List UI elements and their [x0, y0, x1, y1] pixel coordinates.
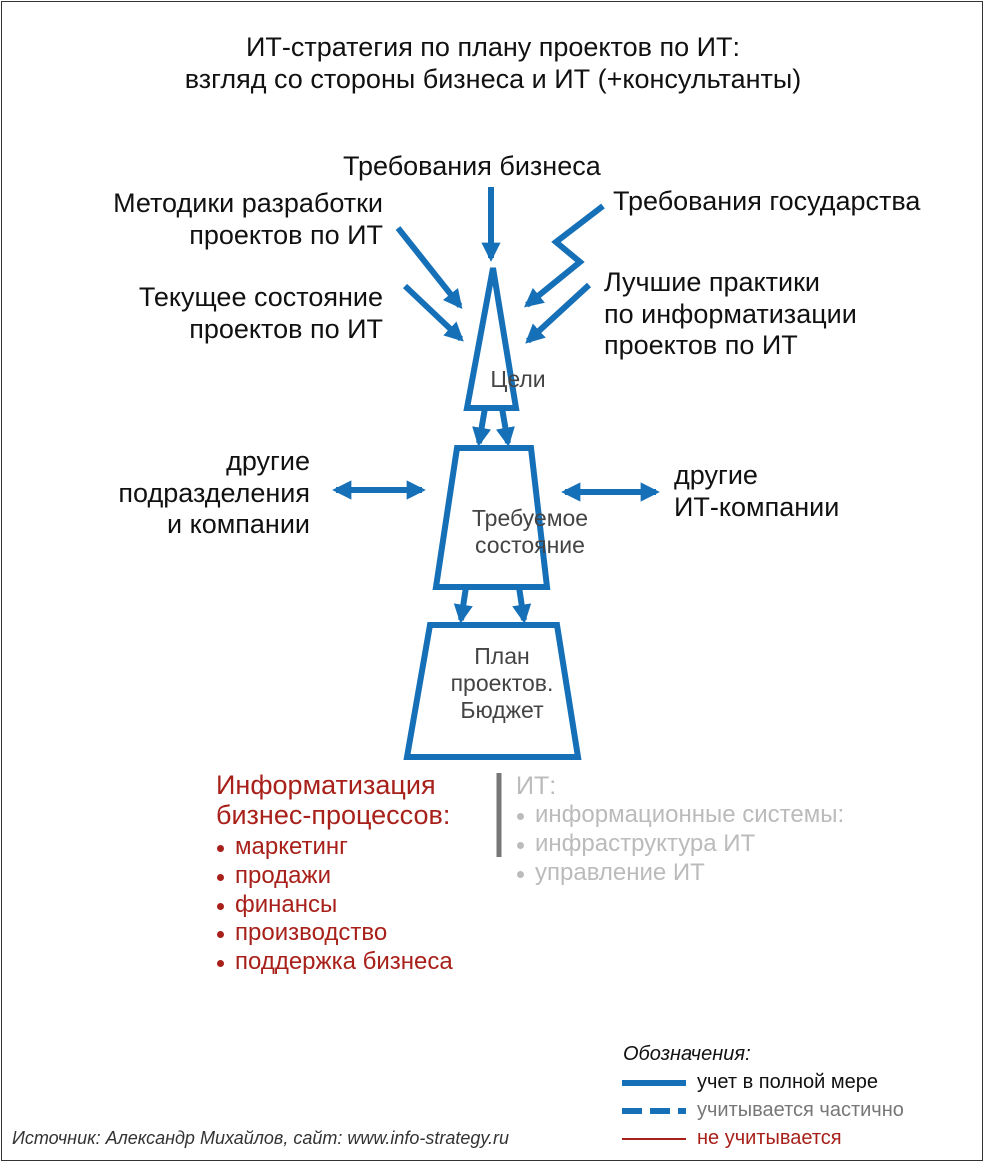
label-other-departments-line-3: и компании	[167, 509, 310, 540]
it-list-heading: ИТ:	[516, 772, 557, 800]
title-line-1: ИТ-стратегия по плану проектов по ИТ:	[245, 32, 740, 62]
arrow-goals-to-state-1	[472, 407, 492, 447]
label-methods: Методики разработки проектов по ИТ	[113, 188, 383, 251]
legend-full-label: учет в полной мере	[697, 1071, 878, 1093]
arrow-state-to-plan-2	[512, 586, 532, 624]
list-item: управление ИТ	[514, 859, 844, 888]
label-best-practices: Лучшие практики по информатизации проект…	[604, 267, 857, 362]
label-methods-line-2: проектов по ИТ	[189, 219, 383, 250]
diagram-title: ИТ-стратегия по плану проектов по ИТ: вз…	[0, 31, 986, 96]
label-state-requirements: Требования государства	[613, 186, 921, 216]
list-item: финансы	[214, 891, 453, 920]
business-heading-line-2: бизнес-процессов:	[216, 800, 451, 831]
label-plan-line-2: проектов.	[450, 669, 554, 696]
arrow-state-requirements	[524, 203, 605, 308]
business-list: маркетинг продажи финансы производство п…	[214, 833, 453, 977]
business-heading-line-1: Информатизация	[216, 770, 436, 800]
legend-title: Обозначения:	[623, 1043, 751, 1065]
arrow-best-practices	[525, 282, 592, 344]
label-goals: Цели	[490, 366, 546, 392]
it-list: информационные системы: инфраструктура И…	[514, 801, 844, 887]
label-target-state: Требуемое состояние	[440, 505, 620, 559]
list-item: маркетинг	[214, 833, 453, 862]
label-best-practices-line-3: проектов по ИТ	[604, 330, 798, 361]
label-current-state: Текущее состояние проектов по ИТ	[139, 282, 383, 345]
label-other-it-companies: другие ИТ-компании	[674, 460, 839, 523]
label-other-departments-line-2: подразделения	[118, 477, 310, 508]
business-list-heading: Информатизация бизнес-процессов:	[216, 770, 450, 830]
list-item: инфраструктура ИТ	[514, 830, 844, 859]
label-plan: План проектов. Бюджет	[432, 643, 572, 724]
label-best-practices-line-1: Лучшие практики	[604, 267, 820, 297]
label-other-departments-line-1: другие	[226, 446, 310, 476]
label-other-it-companies-line-2: ИТ-компании	[674, 491, 840, 522]
label-plan-line-3: Бюджет	[460, 696, 544, 723]
label-best-practices-line-2: по информатизации	[604, 298, 857, 329]
label-other-it-companies-line-1: другие	[674, 460, 758, 490]
title-line-2: взгляд со стороны бизнеса и ИТ (+консуль…	[184, 64, 802, 95]
label-plan-line-1: План	[474, 643, 530, 669]
label-current-state-line-1: Текущее состояние	[138, 282, 383, 312]
list-item: информационные системы:	[514, 801, 844, 830]
arrow-goals-to-state-2	[495, 407, 515, 447]
label-target-state-line-2: состояние	[475, 531, 585, 558]
label-current-state-line-2: проектов по ИТ	[189, 313, 383, 344]
source-credit: Источник: Александр Михайлов, сайт: www.…	[12, 1128, 510, 1148]
list-item: поддержка бизнеса	[214, 948, 453, 977]
target-state-trapezoid	[432, 445, 551, 590]
list-item: продажи	[214, 862, 453, 891]
plan-trapezoid	[403, 622, 582, 760]
goals-triangle	[463, 267, 520, 411]
legend-none-label: не учитывается	[697, 1127, 842, 1149]
label-other-departments: другие подразделения и компании	[118, 446, 310, 541]
label-target-state-line-1: Требуемое	[471, 505, 589, 531]
arrow-methods	[395, 226, 463, 310]
label-methods-line-1: Методики разработки	[113, 188, 383, 218]
legend-partial-label: учитывается частично	[697, 1099, 904, 1121]
arrow-current-state	[402, 283, 464, 342]
label-business-requirements: Требования бизнеса	[343, 151, 601, 181]
arrow-state-to-plan-1	[453, 586, 473, 624]
list-item: производство	[214, 919, 453, 948]
